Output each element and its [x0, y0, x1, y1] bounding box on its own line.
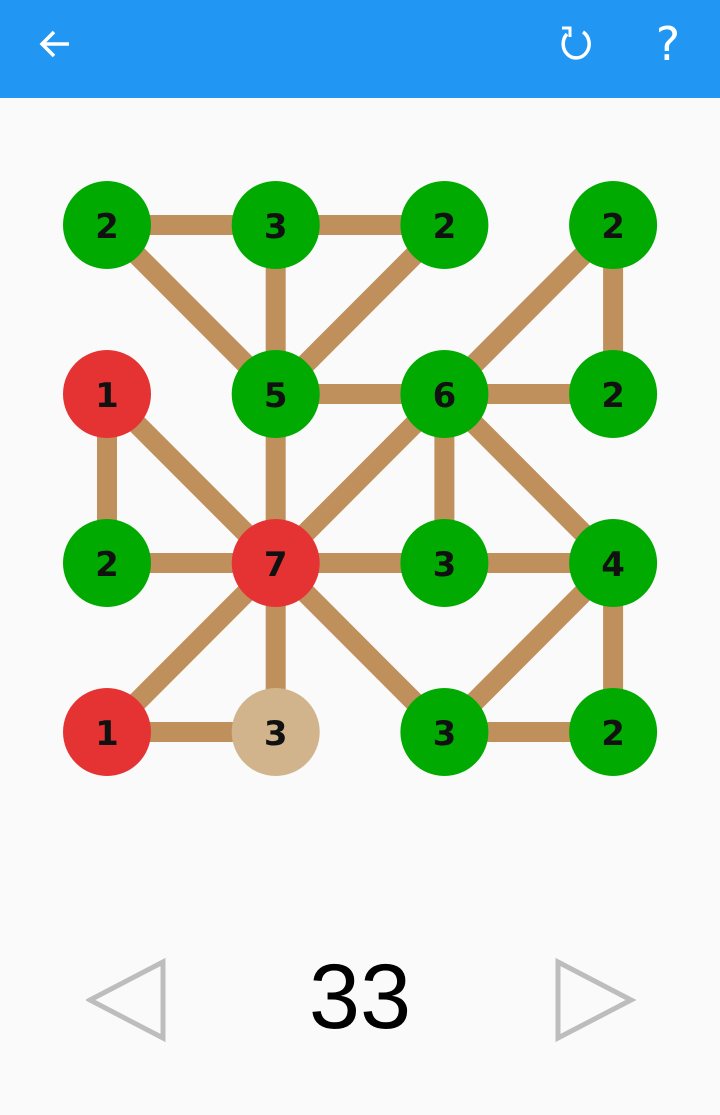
- triangle-right-icon: [555, 957, 637, 1043]
- node[interactable]: 2: [569, 350, 658, 438]
- node[interactable]: 5: [231, 350, 320, 438]
- node-circle[interactable]: [231, 519, 320, 607]
- node[interactable]: 3: [231, 181, 320, 269]
- node[interactable]: 3: [400, 519, 489, 607]
- node-value: 5: [264, 376, 288, 416]
- next-level-button[interactable]: [554, 957, 637, 1049]
- node-value: 7: [264, 545, 288, 585]
- restart-icon: [561, 26, 591, 60]
- node-value: 2: [601, 376, 625, 416]
- triangle-left-icon: [84, 957, 166, 1043]
- node-value: 1: [95, 714, 119, 754]
- node-value: 3: [264, 207, 288, 247]
- node-circle[interactable]: [400, 519, 489, 607]
- node[interactable]: 1: [63, 350, 151, 438]
- node[interactable]: 2: [63, 181, 151, 269]
- node[interactable]: 3: [231, 688, 320, 776]
- node[interactable]: 2: [569, 181, 658, 269]
- puzzle-board[interactable]: 2 3 2 2 1 5 6 2 2 7 3 4 1 3 3 2: [0, 0, 720, 900]
- node-value: 3: [433, 545, 457, 585]
- node-circle[interactable]: [231, 181, 320, 269]
- previous-level-button[interactable]: [84, 957, 168, 1049]
- node-circle[interactable]: [231, 350, 320, 438]
- node-value: 1: [95, 376, 119, 416]
- node-value: 2: [601, 207, 625, 247]
- level-number: 33: [308, 946, 412, 1048]
- level-navigation: 33: [0, 940, 720, 1060]
- node-value: 3: [264, 714, 288, 754]
- node-circle[interactable]: [569, 519, 658, 607]
- node-circle[interactable]: [63, 350, 151, 438]
- node-value: 2: [601, 714, 625, 754]
- node-value: 4: [601, 545, 625, 585]
- node-circle[interactable]: [400, 688, 489, 776]
- restart-button[interactable]: [545, 18, 605, 70]
- help-button[interactable]: ?: [638, 18, 698, 70]
- node[interactable]: 4: [569, 519, 658, 607]
- node-value: 2: [95, 207, 119, 247]
- node[interactable]: 7: [231, 519, 320, 607]
- node-circle[interactable]: [63, 519, 151, 607]
- node-circle[interactable]: [569, 350, 658, 438]
- arrow-left-icon: [39, 30, 69, 58]
- node-value: 2: [433, 207, 457, 247]
- node[interactable]: 3: [400, 688, 489, 776]
- node-circle[interactable]: [231, 688, 320, 776]
- node-circle[interactable]: [400, 350, 489, 438]
- node[interactable]: 1: [63, 688, 151, 776]
- node[interactable]: 2: [63, 519, 151, 607]
- app-bar: ?: [0, 0, 720, 98]
- node-value: 6: [433, 376, 457, 416]
- node[interactable]: 2: [569, 688, 658, 776]
- back-button[interactable]: [25, 18, 85, 70]
- node-circle[interactable]: [569, 688, 658, 776]
- node-circle[interactable]: [63, 181, 151, 269]
- node-circle[interactable]: [63, 688, 151, 776]
- node[interactable]: 6: [400, 350, 489, 438]
- node-value: 3: [433, 714, 457, 754]
- node[interactable]: 2: [400, 181, 489, 269]
- node-circle[interactable]: [569, 181, 658, 269]
- node-value: 2: [95, 545, 119, 585]
- help-icon: ?: [655, 17, 681, 71]
- node-circle[interactable]: [400, 181, 489, 269]
